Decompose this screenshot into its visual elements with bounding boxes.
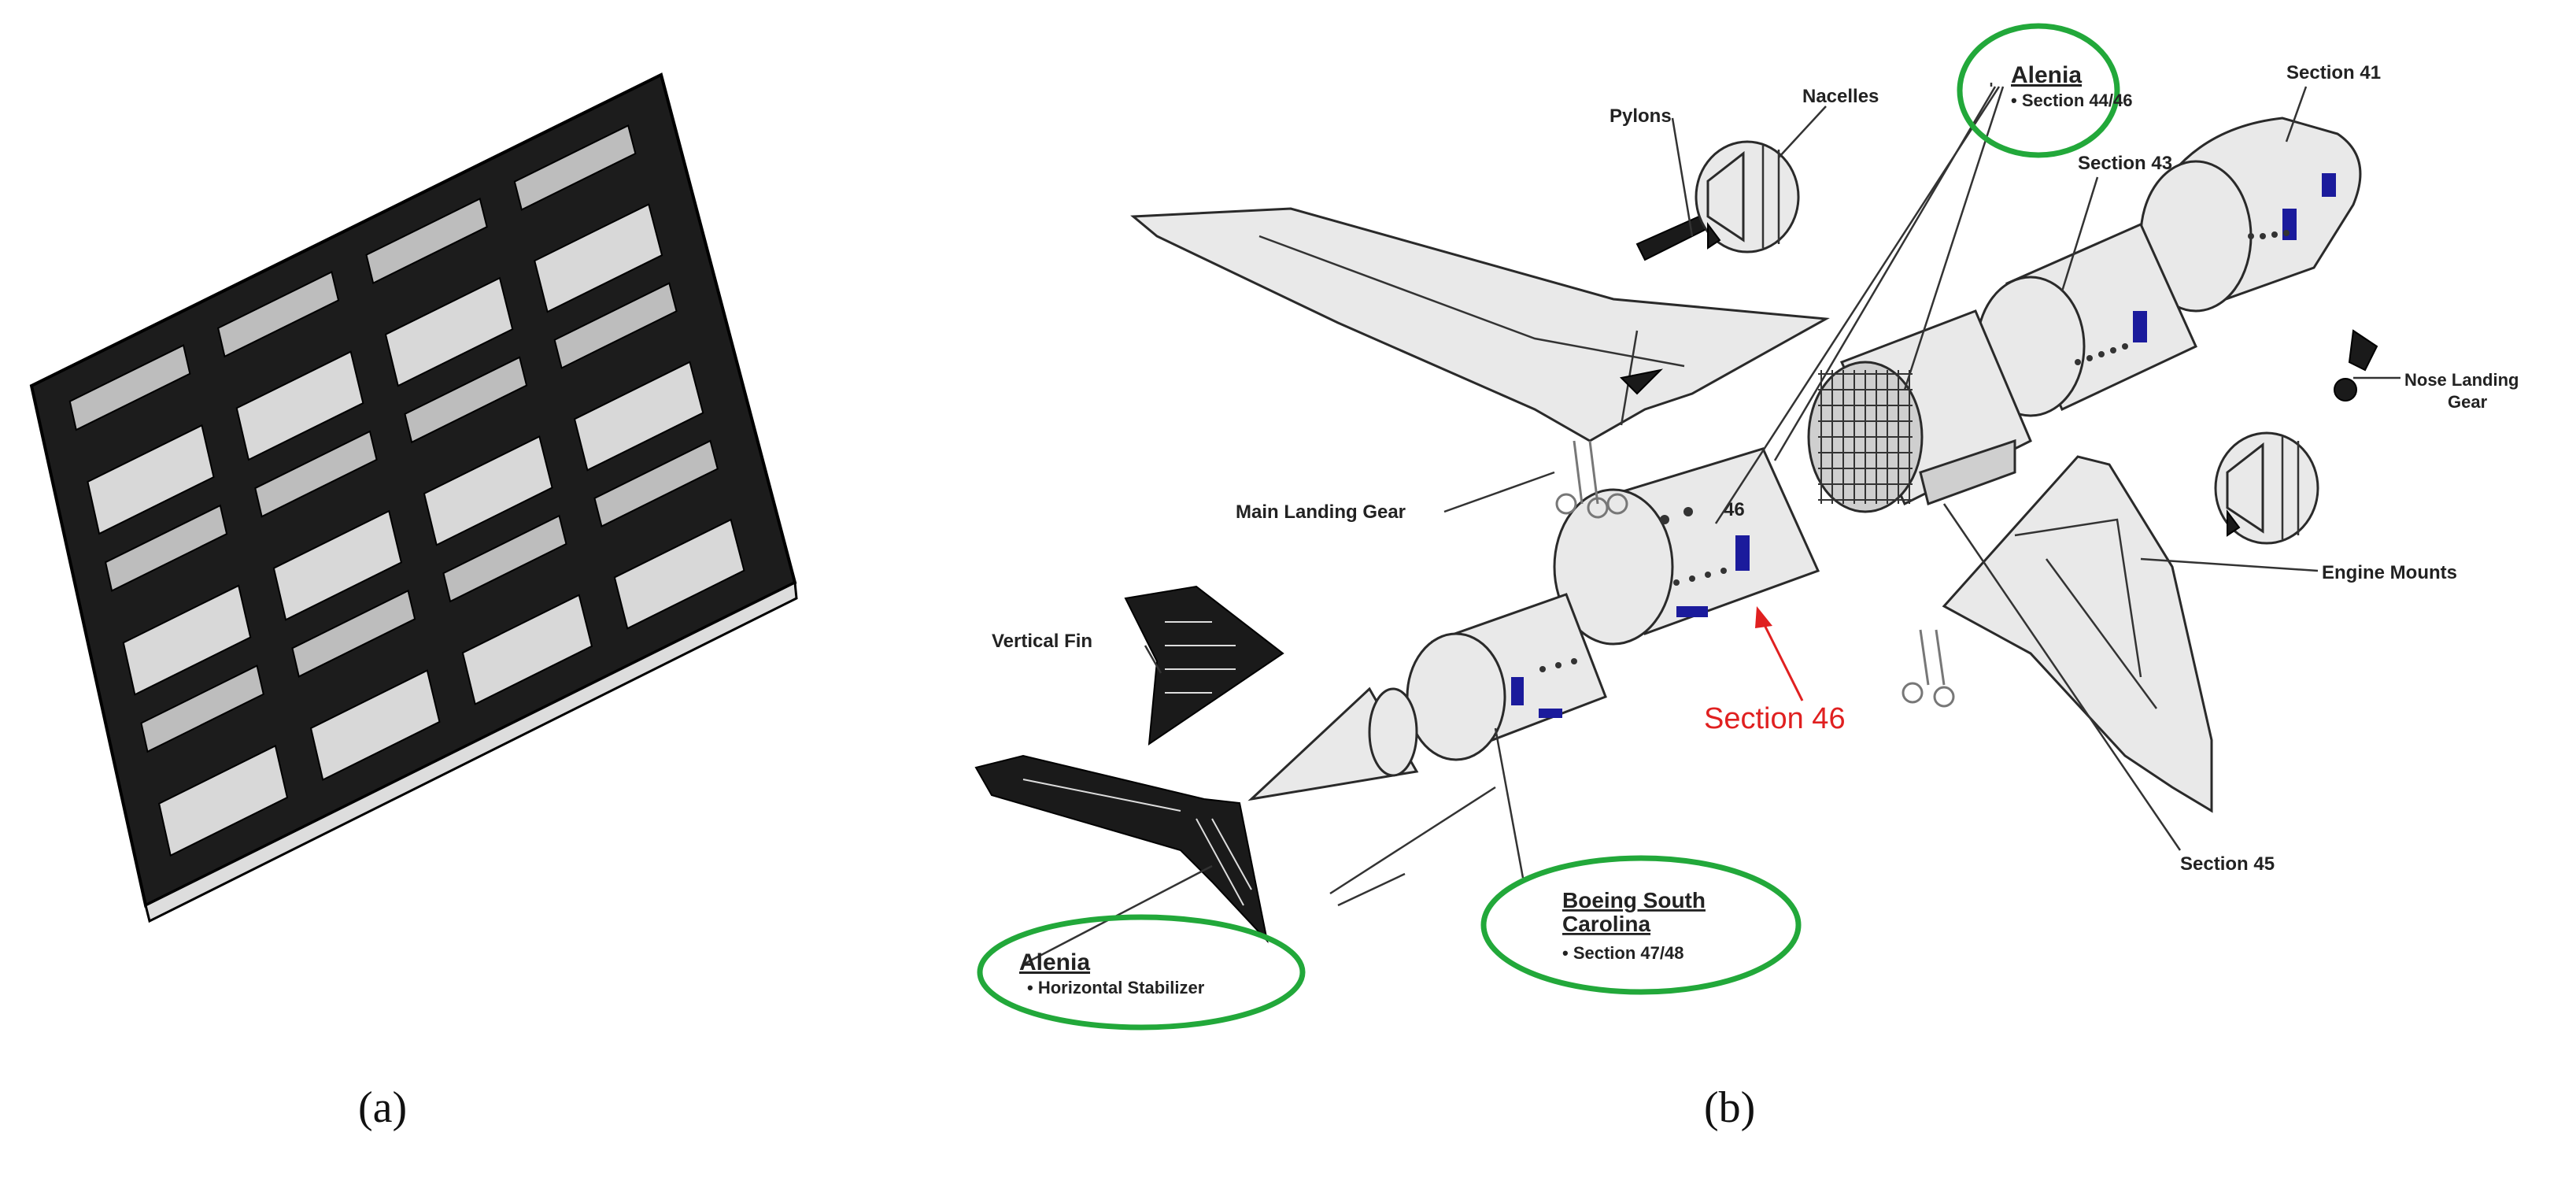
- panel-a-cutout: [423, 435, 553, 546]
- supplier-alenia-bottom-item: • Horizontal Stabilizer: [1027, 978, 1205, 997]
- section-44-lattice: [1818, 370, 1913, 504]
- label-vertical-fin: Vertical Fin: [992, 631, 1092, 652]
- panel-a-cutout: [272, 509, 403, 621]
- panel-a-cutout: [254, 430, 378, 518]
- caption-panel-b: (b): [1704, 1083, 1755, 1132]
- label-main-landing-gear: Main Landing Gear: [1236, 501, 1406, 523]
- nacelle-right: [2214, 431, 2319, 545]
- supplier-boeing-sc-item: • Section 47/48: [1562, 943, 1683, 963]
- section-41: [2139, 117, 2362, 313]
- panel-a-cutout: [573, 361, 704, 472]
- vertical-fin: [1124, 585, 1284, 746]
- section-47: [1406, 593, 1607, 761]
- panel-b-exploded-aircraft: 46: [974, 23, 2519, 1031]
- panel-a-cutout: [122, 584, 252, 696]
- panel-a-cutout: [513, 124, 637, 211]
- leader-lines: [1022, 83, 2400, 966]
- panel-a-cutout: [309, 669, 441, 781]
- panel-a-cutout: [365, 198, 488, 285]
- highlight-boeing-sc: [1480, 855, 1802, 995]
- label-section-41: Section 41: [2286, 62, 2381, 83]
- highlight-alenia-bottom: [977, 914, 1306, 1031]
- main-landing-gear-2: [1902, 629, 1955, 708]
- panel-a-cutout: [534, 203, 663, 313]
- label-nose-landing-gear-1: Nose Landing: [2404, 370, 2519, 390]
- supplier-alenia-bottom-name: Alenia: [1019, 949, 1090, 975]
- supplier-boeing-sc-name-2: Carolina: [1562, 912, 1650, 936]
- supplier-alenia-top-item: • Section 44/46: [2011, 91, 2132, 110]
- section-46: 46: [1553, 447, 1820, 646]
- panel-a-cutout: [553, 282, 678, 369]
- label-section-43: Section 43: [2078, 153, 2172, 174]
- section-44: [1807, 309, 2032, 513]
- panel-a-cutout: [140, 664, 264, 753]
- panel-a-cutout: [442, 514, 567, 603]
- label-nose-landing-gear-2: Gear: [2448, 392, 2488, 412]
- panel-a-cutout: [291, 589, 416, 678]
- supplier-boeing-sc-name-1: Boeing South: [1562, 888, 1706, 912]
- label-nacelles: Nacelles: [1802, 86, 1879, 107]
- panel-a-cutout: [104, 504, 228, 592]
- panel-a-cutouts: [68, 124, 745, 857]
- label-engine-mounts: Engine Mounts: [2322, 562, 2457, 583]
- panel-a-cutout: [68, 344, 191, 431]
- right-wing: [1942, 455, 2213, 813]
- panel-a-cutout: [235, 350, 364, 461]
- panel-a-cutout: [157, 744, 289, 857]
- highlight-alenia-top: [1957, 23, 2120, 158]
- label-pylons: Pylons: [1610, 105, 1672, 127]
- nose-landing-gear: [2334, 329, 2378, 402]
- panel-a-bottom-edge: [144, 580, 798, 923]
- supplier-alenia-top-name: Alenia: [2011, 62, 2082, 88]
- section-46-callout-arrow: [1755, 606, 1804, 701]
- section-46-number: 46: [1724, 499, 1745, 520]
- panel-a-cutout: [216, 271, 340, 358]
- caption-panel-a: (a): [358, 1083, 407, 1132]
- panel-a-cutout: [404, 356, 528, 444]
- panel-a-cutout: [384, 276, 514, 387]
- panel-a-cutout: [461, 594, 593, 705]
- panel-a-cutout: [593, 439, 719, 527]
- left-wing: [1130, 207, 1830, 442]
- label-section-45: Section 45: [2180, 853, 2275, 875]
- panel-a-cutout: [613, 518, 745, 630]
- panel-a-stiffened-panel: [29, 72, 798, 923]
- nacelle-top: [1695, 140, 1800, 253]
- main-landing-gear: [1555, 440, 1628, 519]
- label-section-46-callout: Section 46: [1704, 702, 1846, 735]
- panel-a-cutout: [87, 424, 215, 535]
